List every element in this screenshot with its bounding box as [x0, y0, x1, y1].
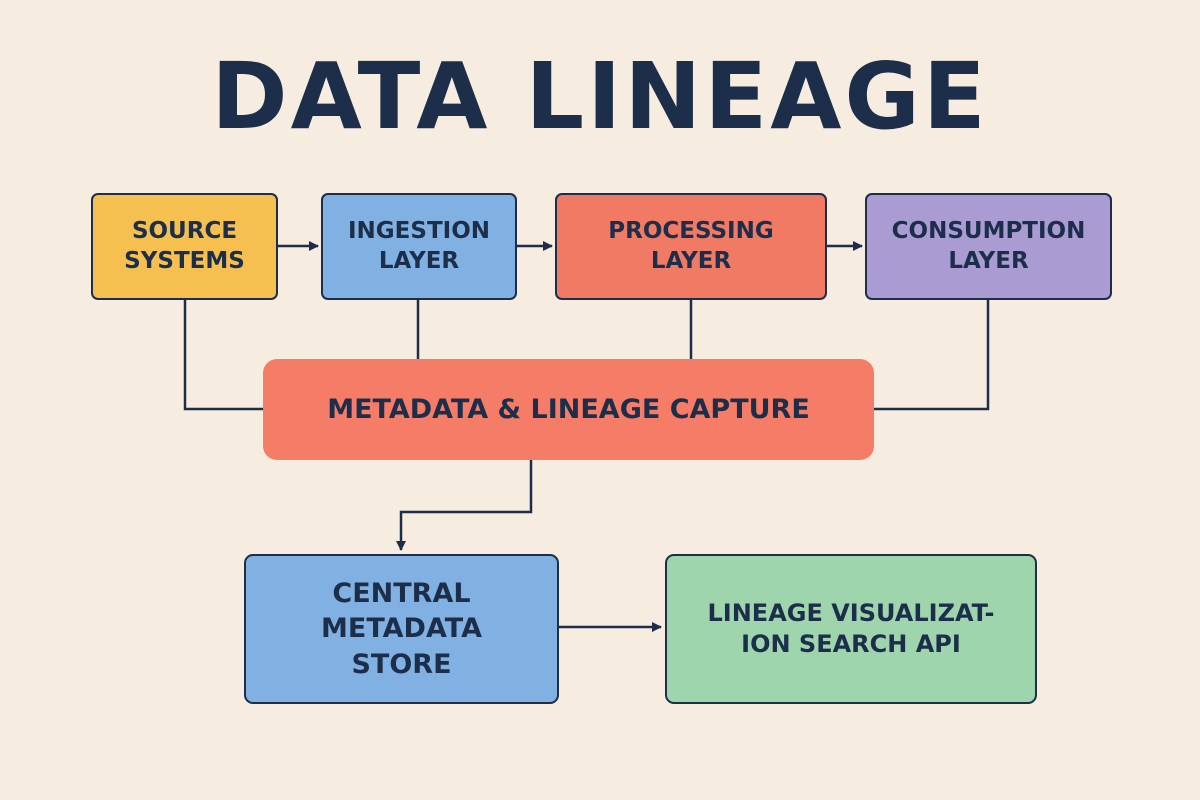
- lineage-visualization-node: LINEAGE VISUALIZAT- ION SEARCH API: [665, 554, 1037, 704]
- metadata-lineage-capture-label: METADATA & LINEAGE CAPTURE: [327, 393, 810, 425]
- consumption-layer-node: CONSUMPTION LAYER: [865, 193, 1112, 300]
- processing-layer-label: PROCESSING LAYER: [608, 217, 774, 274]
- edge-consumption-to-capture: [874, 300, 990, 411]
- source-systems-label: SOURCE SYSTEMS: [124, 217, 245, 274]
- processing-layer-node: PROCESSING LAYER: [555, 193, 827, 300]
- ingestion-layer-node: INGESTION LAYER: [321, 193, 517, 300]
- source-systems-node: SOURCE SYSTEMS: [91, 193, 278, 300]
- edge-capture-to-store: [396, 460, 533, 551]
- central-metadata-store-label: CENTRAL METADATA STORE: [321, 578, 482, 680]
- edge-source-to-capture: [183, 300, 263, 411]
- lineage-visualization-label: LINEAGE VISUALIZAT- ION SEARCH API: [707, 598, 995, 658]
- central-metadata-store-node: CENTRAL METADATA STORE: [244, 554, 559, 704]
- metadata-lineage-capture-node: METADATA & LINEAGE CAPTURE: [263, 359, 874, 460]
- consumption-layer-label: CONSUMPTION LAYER: [891, 217, 1086, 274]
- page-title: DATA LINEAGE: [211, 43, 989, 150]
- ingestion-layer-label: INGESTION LAYER: [347, 217, 490, 274]
